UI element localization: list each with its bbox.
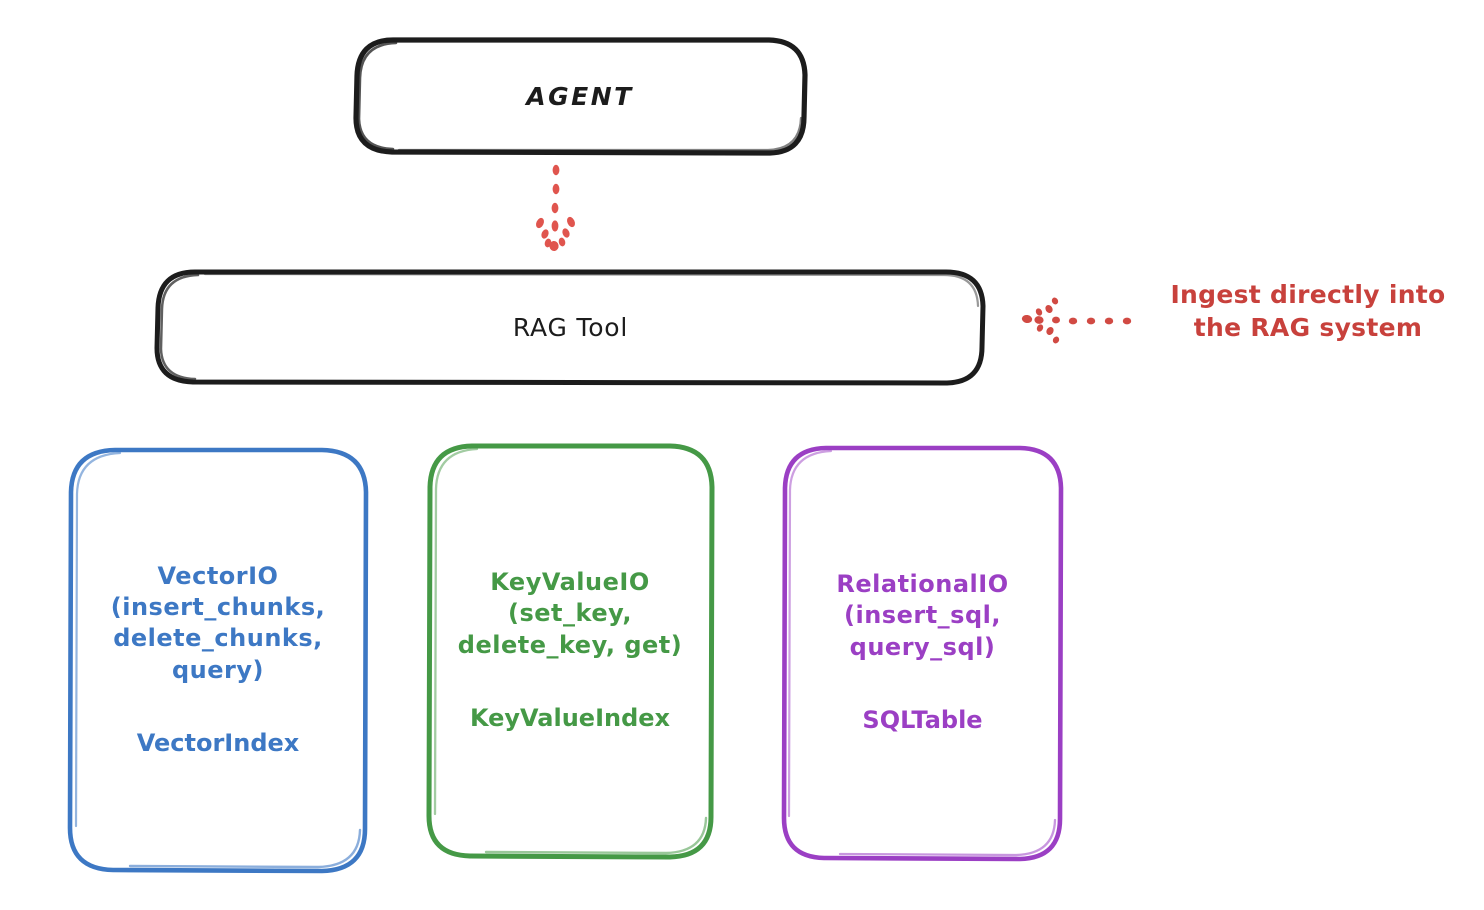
keyvalueio-box-outline xyxy=(426,443,715,860)
relationalio-box-outline xyxy=(781,445,1064,862)
ragtool-box-outline xyxy=(154,269,986,386)
rag-tool-node[interactable]: RAG Tool xyxy=(157,271,984,383)
vector-io-label: VectorIO (insert_chunks, delete_chunks, … xyxy=(110,562,326,684)
agent-label: AGENT xyxy=(526,81,634,111)
key-value-io-label: KeyValueIO (set_key, delete_key, get) xyxy=(457,568,683,659)
agent-to-ragtool-arrow xyxy=(536,164,575,251)
agent-node[interactable]: AGENT xyxy=(355,39,805,153)
rag-tool-label: RAG Tool xyxy=(512,312,629,342)
ingest-annotation-text: Ingest directly into the RAG system xyxy=(1170,280,1446,342)
vector-index-label: VectorIndex xyxy=(136,728,300,757)
vectorio-box-outline xyxy=(67,447,369,874)
relational-io-label: RelationalIO (insert_sql, query_sql) xyxy=(836,570,1009,661)
sql-table-label: SQLTable xyxy=(862,705,983,734)
relational-io-node[interactable]: RelationalIO (insert_sql, query_sql) SQL… xyxy=(784,447,1061,858)
agent-box-outline xyxy=(353,37,808,156)
ingest-to-ragtool-arrow xyxy=(1021,297,1132,344)
key-value-index-label: KeyValueIndex xyxy=(469,703,671,732)
vector-io-node[interactable]: VectorIO (insert_chunks, delete_chunks, … xyxy=(70,449,366,871)
key-value-io-node[interactable]: KeyValueIO (set_key, delete_key, get) Ke… xyxy=(429,445,711,856)
